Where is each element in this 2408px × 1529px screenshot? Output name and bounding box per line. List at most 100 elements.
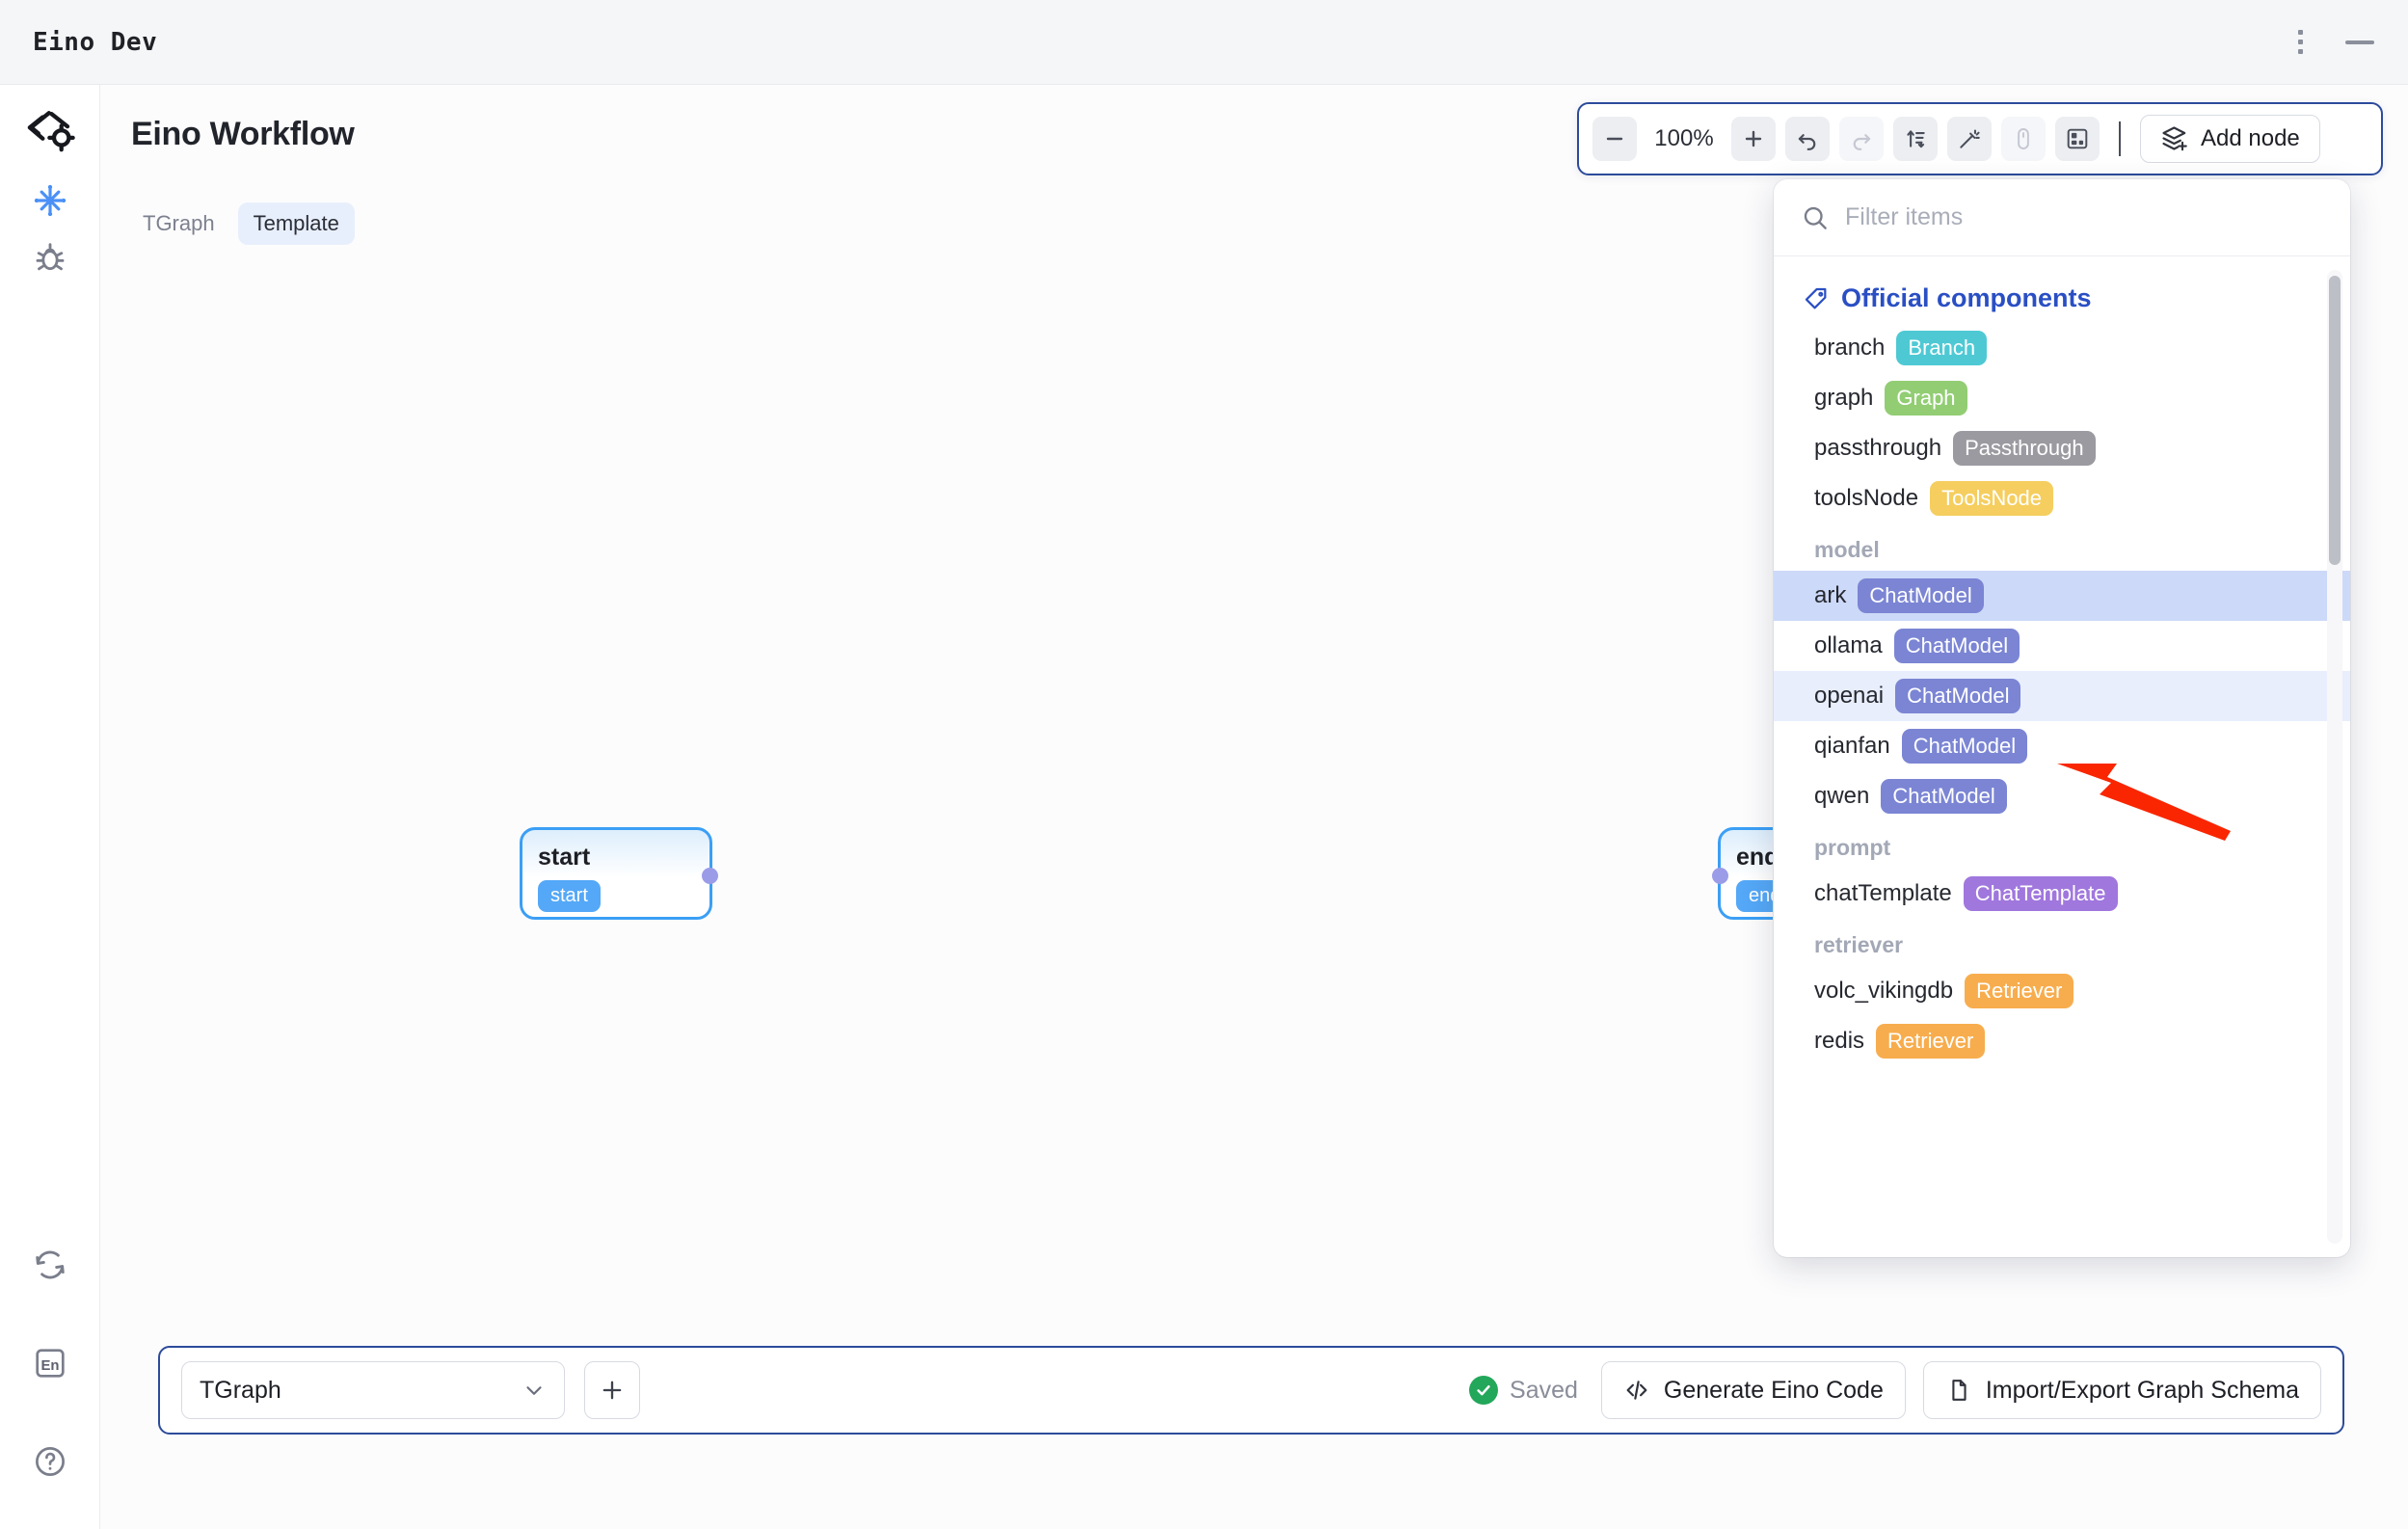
svg-text:En: En <box>40 1358 59 1374</box>
search-input[interactable] <box>1845 203 2323 231</box>
bottom-bar: TGraph Saved Generate Eino Code <box>158 1346 2344 1435</box>
component-row[interactable]: redis Retriever <box>1774 1016 2350 1066</box>
component-row[interactable]: openai ChatModel <box>1774 671 2350 721</box>
generate-eino-code-button[interactable]: Generate Eino Code <box>1600 1361 1906 1419</box>
app-title: Eino Dev <box>33 27 158 57</box>
component-group-heading: prompt <box>1814 835 1891 860</box>
component-type-badge: Passthrough <box>1953 431 2096 466</box>
node-output-port[interactable] <box>702 868 718 884</box>
add-layers-icon <box>2160 124 2189 153</box>
kebab-menu-icon[interactable] <box>2277 19 2323 66</box>
graph-tabs: TGraph Template <box>127 202 355 245</box>
component-name: graph <box>1814 385 1874 411</box>
search-icon <box>1801 203 1830 232</box>
import-export-schema-button[interactable]: Import/Export Graph Schema <box>1922 1361 2321 1419</box>
component-name: passthrough <box>1814 435 1942 461</box>
workflow-node-start[interactable]: start start <box>520 827 718 920</box>
node-title: start <box>538 844 591 871</box>
component-group-heading: model <box>1814 537 1880 562</box>
bottom-bar-actions: Saved Generate Eino Code Import/Export G… <box>1469 1361 2321 1419</box>
help-icon[interactable] <box>21 1433 79 1490</box>
eino-logo-icon <box>24 106 76 158</box>
component-name: qwen <box>1814 783 1870 809</box>
component-type-badge: ToolsNode <box>1930 481 2054 516</box>
component-type-badge: ChatModel <box>1881 779 2007 814</box>
component-name: toolsNode <box>1814 485 1919 511</box>
component-row[interactable]: ollama ChatModel <box>1774 621 2350 671</box>
component-type-badge: ChatModel <box>1901 729 2028 764</box>
component-row[interactable]: toolsNode ToolsNode <box>1774 473 2350 523</box>
auto-layout-icon[interactable] <box>1893 117 1938 161</box>
graph-select[interactable]: TGraph <box>181 1361 565 1419</box>
component-type-badge: Retriever <box>1876 1024 1986 1059</box>
import-export-schema-label: Import/Export Graph Schema <box>1985 1376 2299 1404</box>
canvas-toolbar: 100% <box>1577 102 2383 175</box>
component-name: branch <box>1814 335 1886 361</box>
component-type-badge: ChatModel <box>1893 629 2020 663</box>
undo-icon[interactable] <box>1785 117 1830 161</box>
code-brackets-icon <box>1623 1377 1650 1404</box>
magic-wand-icon[interactable] <box>1947 117 1992 161</box>
component-picker-panel: Official components branch Branch graph Gra… <box>1774 179 2350 1257</box>
language-icon[interactable]: En <box>21 1334 79 1392</box>
left-rail: En <box>0 85 100 1529</box>
zoom-level[interactable]: 100% <box>1654 125 1714 151</box>
page-title: Eino Workflow <box>131 116 355 152</box>
sidebar-item-debug[interactable] <box>21 229 79 287</box>
component-type-badge: Branch <box>1896 331 1988 365</box>
window-titlebar: Eino Dev <box>0 0 2408 85</box>
component-row[interactable]: qwen ChatModel <box>1774 771 2350 821</box>
node-badge: start <box>538 880 601 912</box>
node-title: end <box>1736 844 1779 871</box>
panel-search-row <box>1774 179 2350 256</box>
component-row[interactable]: volc_vikingdb Retriever <box>1774 966 2350 1016</box>
graph-select-value: TGraph <box>200 1376 281 1404</box>
status-badge: Saved <box>1469 1376 1578 1405</box>
node-input-port[interactable] <box>1712 868 1728 884</box>
component-type-badge: ChatModel <box>1895 679 2021 713</box>
add-node-label: Add node <box>2201 125 2300 151</box>
component-type-badge: Retriever <box>1965 974 2074 1008</box>
component-type-badge: ChatTemplate <box>1963 876 2118 911</box>
zoom-out-button[interactable] <box>1592 117 1637 161</box>
generate-eino-code-label: Generate Eino Code <box>1663 1376 1884 1404</box>
sync-icon[interactable] <box>21 1236 79 1294</box>
official-components-heading: Official components <box>1774 270 2350 323</box>
component-row[interactable]: graph Graph <box>1774 373 2350 423</box>
zoom-in-button[interactable] <box>1731 117 1776 161</box>
panel-scrollbar-thumb[interactable] <box>2329 276 2341 565</box>
tag-icon <box>1803 285 1830 312</box>
minimize-icon[interactable] <box>2337 19 2383 66</box>
component-name: volc_vikingdb <box>1814 978 1954 1004</box>
component-name: redis <box>1814 1028 1865 1054</box>
mouse-pointer-icon[interactable] <box>2001 117 2046 161</box>
redo-icon[interactable] <box>1839 117 1884 161</box>
toolbar-divider <box>2119 121 2121 156</box>
chevron-down-icon <box>522 1378 547 1403</box>
tab-tgraph[interactable]: TGraph <box>143 211 215 235</box>
document-icon <box>1945 1377 1972 1404</box>
component-name: ollama <box>1814 632 1883 658</box>
component-name: ark <box>1814 582 1847 608</box>
component-row[interactable]: branch Branch <box>1774 323 2350 373</box>
component-type-badge: Graph <box>1885 381 1967 416</box>
status-label: Saved <box>1510 1376 1578 1404</box>
check-icon <box>1469 1376 1499 1405</box>
window-controls <box>2277 19 2408 66</box>
component-name: openai <box>1814 683 1885 709</box>
add-graph-button[interactable] <box>584 1361 640 1419</box>
section-title: Official components <box>1841 283 2092 312</box>
component-row[interactable]: ark ChatModel <box>1774 571 2350 621</box>
component-group-heading: retriever <box>1814 932 1904 957</box>
component-list[interactable]: Official components branch Branch graph Gra… <box>1774 256 2350 1257</box>
tab-template[interactable]: Template <box>237 202 355 245</box>
sidebar-item-graph[interactable] <box>21 172 79 229</box>
component-type-badge: ChatModel <box>1858 578 1984 613</box>
component-row[interactable]: passthrough Passthrough <box>1774 423 2350 473</box>
minimap-icon[interactable] <box>2055 117 2100 161</box>
add-node-button[interactable]: Add node <box>2140 115 2320 163</box>
component-row[interactable]: chatTemplate ChatTemplate <box>1774 869 2350 919</box>
component-name: chatTemplate <box>1814 880 1952 906</box>
component-list-body: branch Branch graph Graph passthrough Passthr… <box>1774 323 2350 1066</box>
